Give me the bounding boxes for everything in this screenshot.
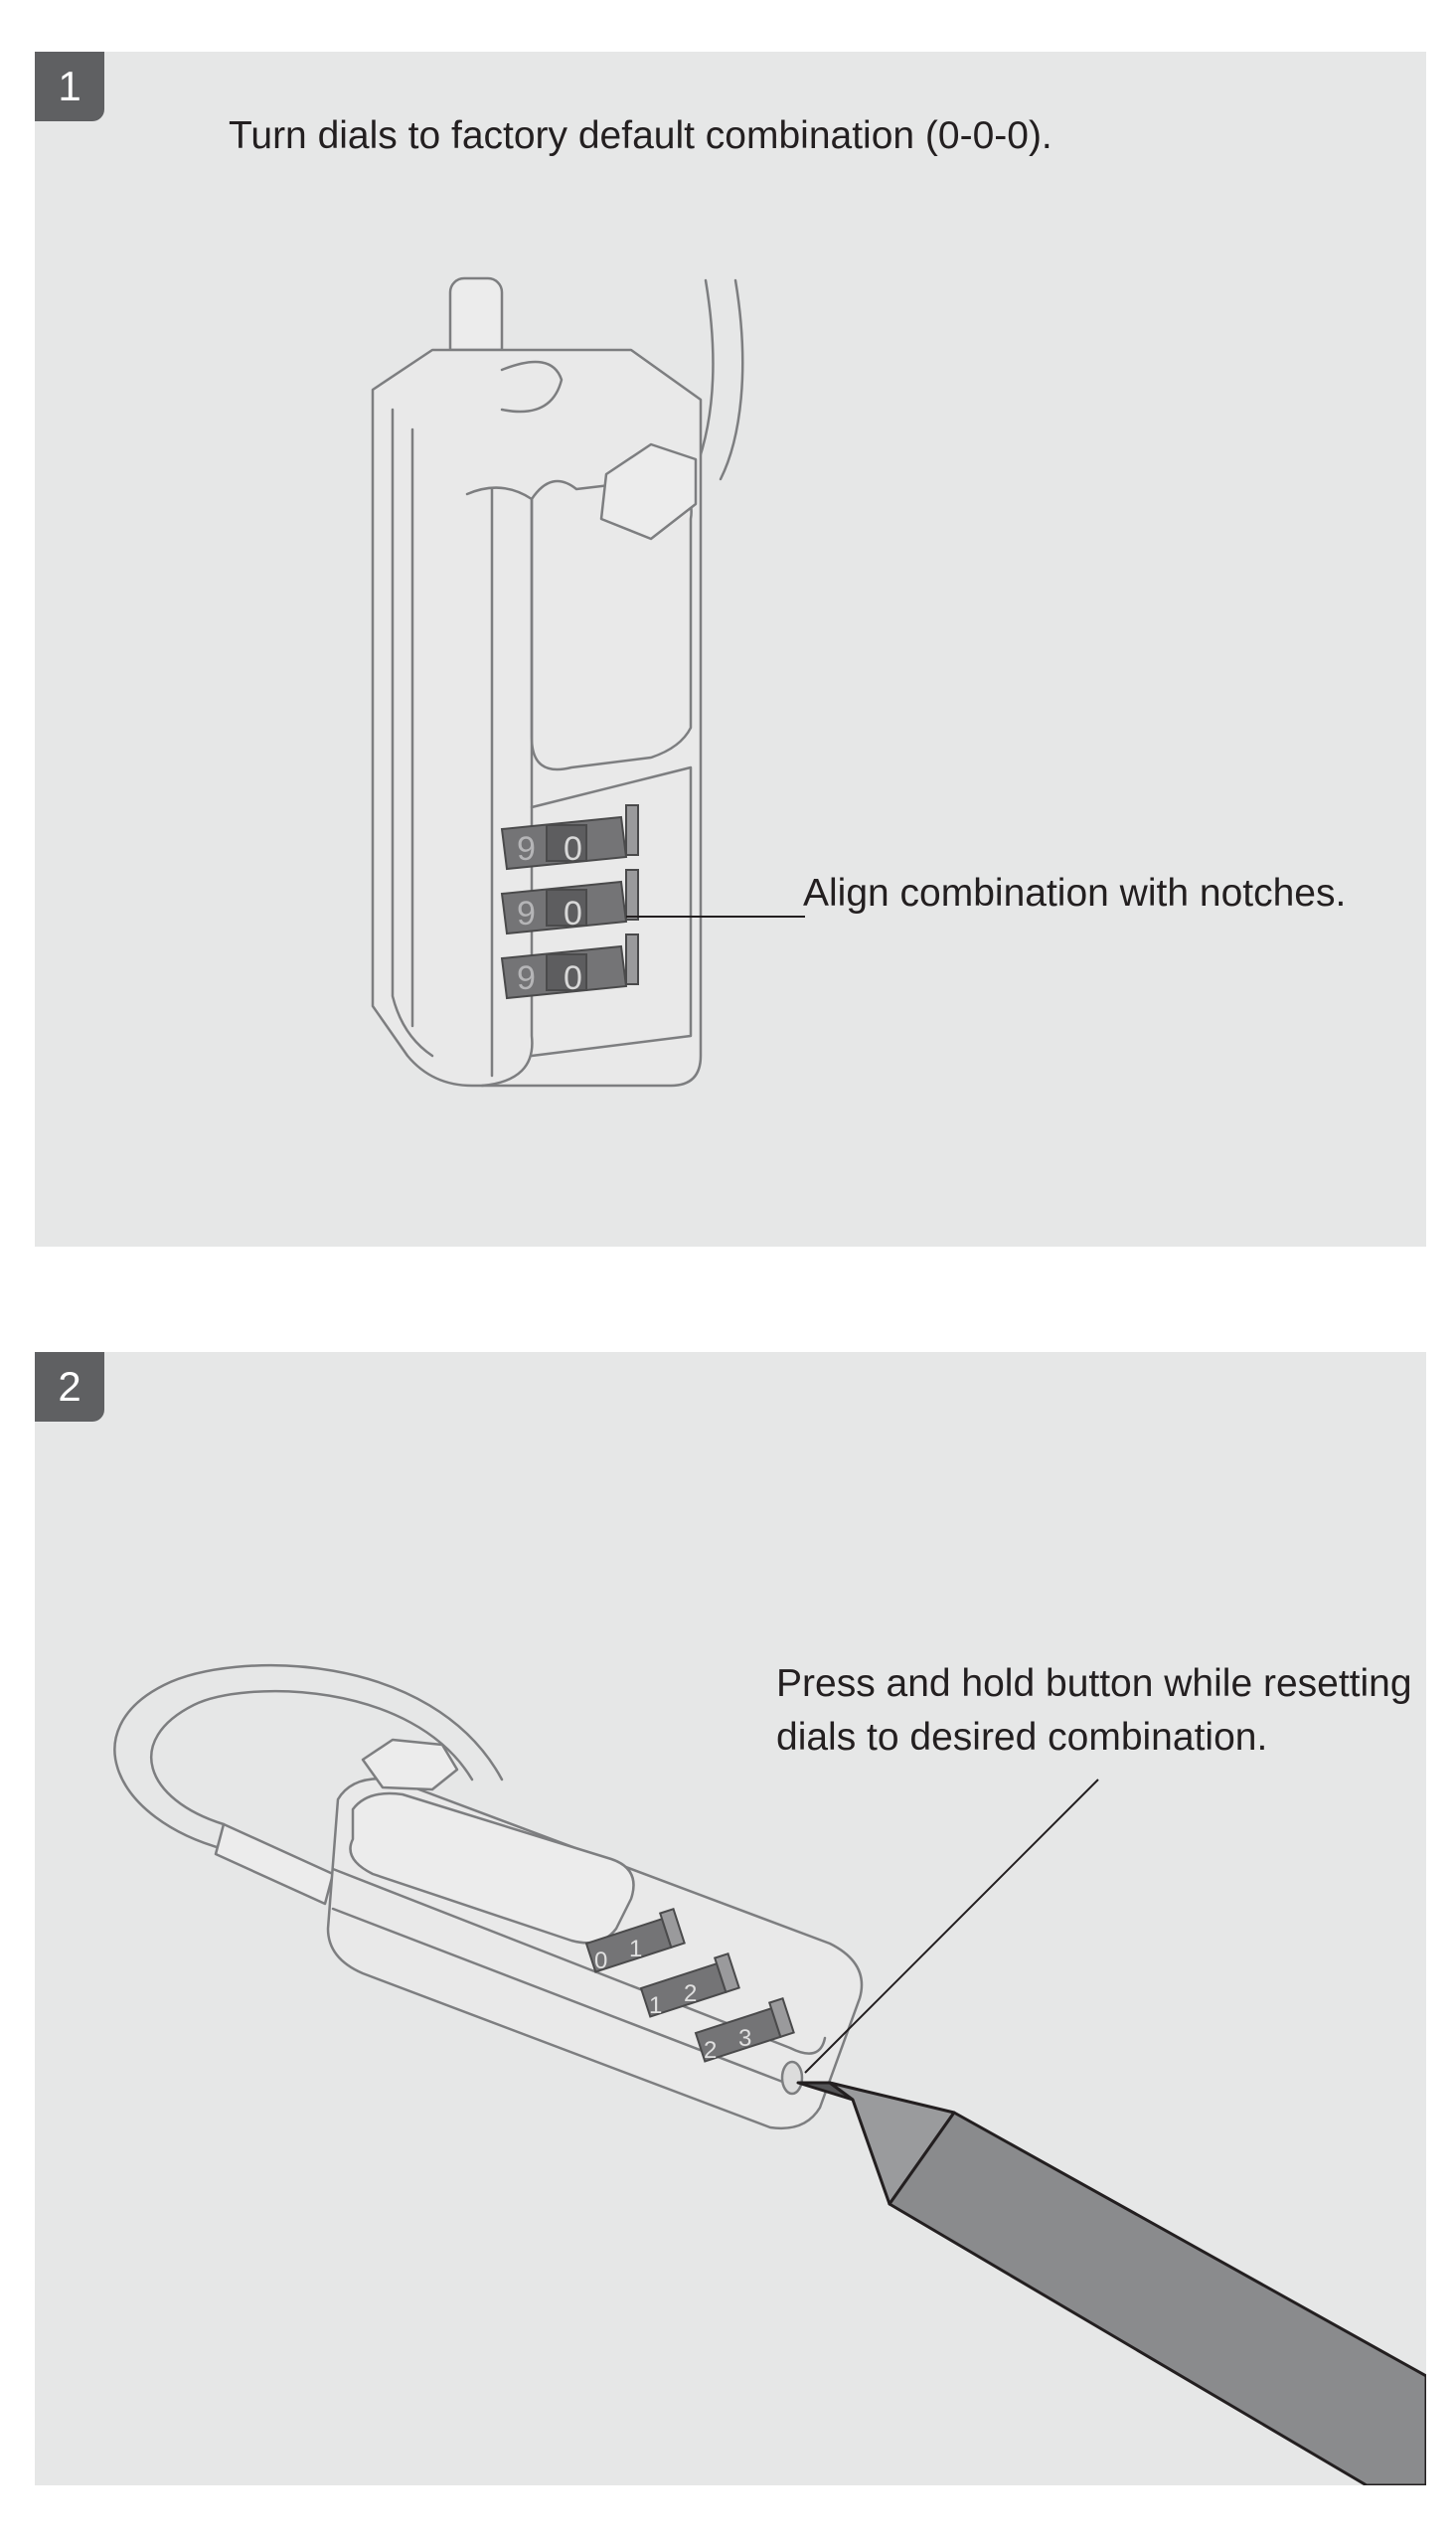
step-1-callout: Align combination with notches. [803,867,1346,921]
dial-2-digit-b: 2 [684,1980,697,2007]
callout-leader-line [805,1780,1098,2073]
dial-1-digit-b: 1 [629,1936,642,1962]
dial-3-right-digit: 0 [564,959,582,997]
dial-2-left-digit: 9 [517,895,536,933]
step-1-panel: 1 Turn dials to factory default combinat… [35,52,1426,1247]
padlock-upright-illustration: 9 0 9 0 9 0 [35,52,1426,1247]
dial-3-digit-b: 3 [738,2025,751,2052]
pen-icon [798,2083,1426,2485]
dial-3-left-digit: 9 [517,959,536,997]
dial-1-digit-a: 0 [594,1948,607,1974]
dial-2-digit-a: 1 [649,1992,662,2019]
dial-2-right-digit: 0 [564,895,582,933]
step-2-callout: Press and hold button while resetting di… [776,1657,1412,1765]
reset-hole [782,2062,802,2094]
dial-1-right-digit: 0 [564,830,582,868]
cable-end [216,1824,333,1904]
dial-3-digit-a: 2 [704,2037,717,2064]
padlock-lying-illustration: 0 1 1 2 2 3 [35,1352,1426,2485]
dial-1-left-digit: 9 [517,830,536,868]
step-2-panel: 2 [35,1352,1426,2485]
